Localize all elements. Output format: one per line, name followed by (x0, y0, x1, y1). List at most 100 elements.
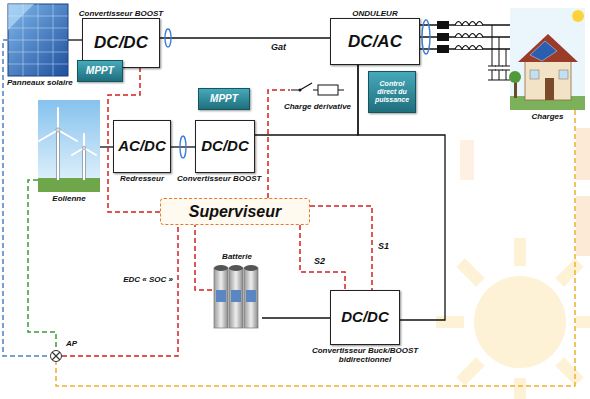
gate-signal-label: Gat (271, 43, 286, 53)
control-signal-line (3, 40, 50, 356)
node-caption: Convertisseur BOOST (79, 9, 163, 18)
inverter-box: ONDULEURDC/AC (330, 18, 420, 65)
sun-watermark (436, 128, 590, 399)
current-sensor (180, 136, 186, 158)
resistor-symbol (318, 85, 338, 95)
capacitor-symbol (488, 25, 510, 80)
rectifier-box: AC/DCRedresseur (113, 120, 171, 173)
battery-cap (214, 265, 228, 271)
battery-sticker (216, 290, 226, 302)
node-caption: Redresseur (120, 174, 164, 183)
filter-block (437, 45, 449, 53)
watermark-bar (576, 128, 590, 180)
watermark-ray (514, 378, 526, 399)
power-wire (160, 37, 330, 38)
solar-panel-surface (8, 4, 68, 76)
watermark-bar (460, 140, 474, 180)
watermark-ray (514, 238, 526, 266)
supervisor-box: Superviseur (160, 198, 310, 225)
signal-name: S2 (313, 257, 326, 267)
node-label: AC/DC (118, 138, 166, 155)
house-window (559, 70, 568, 79)
switch-blade (300, 83, 312, 90)
control-signal-line (195, 225, 212, 290)
turbine-blades (39, 108, 96, 155)
watermark-ray (456, 258, 484, 286)
power-control-box: Control direct du puissance (368, 71, 416, 113)
node-label: Control direct du puissance (372, 80, 412, 103)
tree-crown (509, 71, 521, 83)
roof-solar-panel (530, 41, 557, 61)
load-house: Charges (510, 8, 585, 110)
solar-cell-grid (8, 4, 68, 76)
house-sun (572, 10, 584, 22)
watermark-ray (555, 258, 583, 286)
control-signal-line (62, 225, 178, 356)
watermark-ray (456, 357, 484, 385)
dump-load-picture (291, 83, 344, 95)
battery-picture (214, 265, 258, 328)
mppt-box: MPPT (77, 60, 123, 82)
node-caption: Batterie (222, 252, 252, 261)
node-caption: Panneaux solaire (7, 78, 73, 87)
turbine-sky (38, 100, 100, 192)
signal-name: S1 (377, 242, 390, 252)
power-wire (171, 146, 195, 147)
power-wire (262, 317, 330, 318)
wind-turbine-picture (38, 100, 100, 192)
node-caption: Convertisseur Buck/BOOST bidirectionnel (310, 346, 420, 364)
turbine-hub (56, 128, 60, 132)
node-caption: Charges (531, 112, 563, 121)
node-caption: ONDULEUR (352, 9, 397, 18)
dump-load-resistor: Charge dérivative (290, 78, 345, 100)
battery-cell (244, 268, 258, 328)
state-of-charge-label: EDC « SOC » (100, 276, 173, 285)
watermark-sun (474, 276, 566, 368)
house-door (545, 78, 554, 100)
battery-cap (229, 265, 243, 271)
house-wall (525, 60, 571, 100)
house-roof (518, 34, 578, 62)
watermark-bar (576, 196, 590, 256)
turbine-hub (82, 146, 86, 150)
mppt-box: MPPT (198, 88, 250, 110)
power-wire (255, 65, 358, 135)
control-signal-line (56, 110, 575, 386)
watermark-rays (436, 238, 590, 399)
node-label: DC/DC (94, 33, 148, 52)
node-caption: Charge dérivative (284, 102, 351, 111)
node-label: MPPT (210, 93, 238, 104)
boost-converter-box: DC/DCConvertisseur BOOST (195, 120, 255, 173)
battery-node: Batterie (212, 262, 262, 330)
battery-sticker (246, 290, 256, 302)
battery-cell (229, 268, 243, 328)
node-caption: Eolienne (52, 194, 85, 203)
turbine-ground (38, 178, 100, 192)
filter-block (437, 33, 449, 41)
control-signal-line (310, 206, 372, 290)
watermark-ray (555, 357, 583, 385)
buck-boost-converter-box: DC/DCConvertisseur Buck/BOOST bidirectio… (330, 290, 400, 345)
node-label: MPPT (86, 65, 114, 76)
watermark-ray (436, 316, 464, 328)
solar-panel-glare (8, 4, 34, 30)
node-label: DC/DC (341, 309, 389, 326)
control-signal-line (28, 180, 56, 350)
tree-trunk (514, 82, 517, 98)
inductor-symbol (455, 22, 483, 50)
power-wire (100, 146, 113, 147)
node-label: Superviseur (189, 203, 281, 221)
house-sky (510, 8, 585, 110)
node-caption: AP (66, 339, 77, 348)
filter-block (437, 21, 449, 29)
battery-sticker (231, 290, 241, 302)
watermark-ray (576, 316, 590, 328)
house-window (530, 70, 539, 79)
node-caption: Convertisseur BOOST (177, 174, 261, 183)
current-sensor (165, 29, 171, 47)
summing-cross (52, 352, 60, 360)
control-signal-line (300, 225, 345, 290)
power-wire (68, 39, 82, 40)
